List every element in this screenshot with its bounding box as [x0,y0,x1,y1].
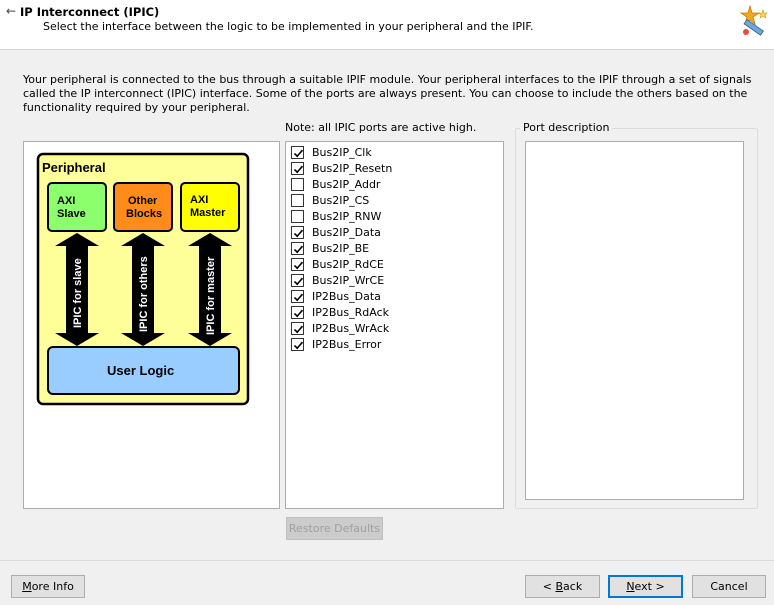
checkmark-icon [293,245,304,253]
arrow-master: IPIC for master [188,233,232,346]
port-label: Bus2IP_BE [312,241,370,255]
port-label: Bus2IP_RNW [312,209,382,223]
ipic-diagram: Peripheral AXI Slave Other Blocks AXI Ma… [36,152,250,406]
arrow-others-label: IPIC for others [138,256,150,332]
footer-divider [0,560,774,561]
arrow-slave: IPIC for slave [55,233,99,346]
axi-slave-block [47,182,107,232]
page-title: IP Interconnect (IPIC) [20,5,160,19]
axi-slave-line1: AXI [57,195,75,207]
more-info-label: ore Info [31,580,74,593]
port-label: Bus2IP_Addr [312,177,381,191]
checkmark-icon [293,229,304,237]
peripheral-label: Peripheral [42,160,106,175]
port-description-group [515,128,758,509]
arrow-others: IPIC for others [121,233,165,346]
port-row[interactable]: Bus2IP_BE [291,240,369,256]
port-checkbox[interactable] [291,305,304,319]
axi-master-line1: AXI [190,194,208,206]
user-logic-label: User Logic [107,363,174,378]
port-description-box[interactable] [525,141,744,500]
port-checkbox[interactable] [291,177,304,191]
port-row[interactable]: Bus2IP_RdCE [291,256,384,272]
next-mnemonic: N [626,580,635,593]
back-prefix: < [542,580,556,593]
page-subtitle: Select the interface between the logic t… [43,20,534,33]
back-label: ack [563,580,583,593]
arrow-slave-label: IPIC for slave [72,258,84,328]
port-row[interactable]: IP2Bus_WrAck [291,320,389,336]
checkmark-icon [293,261,304,269]
port-row[interactable]: Bus2IP_Addr [291,176,380,192]
port-checkbox[interactable] [291,225,304,239]
checkmark-icon [293,165,304,173]
next-label: ext > [634,580,665,593]
intro-text: Your peripheral is connected to the bus … [23,73,752,114]
port-label: Bus2IP_Resetn [312,161,393,175]
restore-defaults-button[interactable]: Restore Defaults [286,517,383,540]
port-label: Bus2IP_RdCE [312,257,384,271]
port-row[interactable]: Bus2IP_RNW [291,208,381,224]
other-blocks-line2: Blocks [126,208,162,220]
checkmark-icon [293,277,304,285]
axi-slave-line2: Slave [57,208,86,220]
port-checkbox[interactable] [291,145,304,159]
back-arrow-icon[interactable]: ← [6,4,17,18]
port-label: IP2Bus_Error [312,337,382,351]
port-row[interactable]: Bus2IP_WrCE [291,272,384,288]
axi-master-line2: Master [190,207,226,219]
port-row[interactable]: Bus2IP_Clk [291,144,372,160]
port-row[interactable]: Bus2IP_Resetn [291,160,392,176]
back-mnemonic: B [555,580,564,593]
port-checkbox[interactable] [291,321,304,335]
port-row[interactable]: IP2Bus_Data [291,288,381,304]
checkmark-icon [293,341,304,349]
port-checkbox[interactable] [291,337,304,351]
port-label: Bus2IP_WrCE [312,273,385,287]
checkmark-icon [293,325,304,333]
axi-master-block [180,182,240,232]
port-checkbox[interactable] [291,257,304,271]
port-checkbox[interactable] [291,193,304,207]
port-checkbox[interactable] [291,161,304,175]
port-row[interactable]: IP2Bus_Error [291,336,381,352]
user-logic-block [47,346,240,395]
ports-note: Note: all IPIC ports are active high. [285,121,477,134]
port-label: IP2Bus_WrAck [312,321,390,335]
port-label: IP2Bus_RdAck [312,305,389,319]
wizard-header: ← IP Interconnect (IPIC) Select the inte… [0,0,774,50]
checkmark-icon [293,293,304,301]
port-checkbox[interactable] [291,289,304,303]
port-label: Bus2IP_CS [312,193,370,207]
port-checkbox[interactable] [291,273,304,287]
port-checkbox[interactable] [291,209,304,223]
wizard-stars-icon [739,4,768,36]
port-checkbox[interactable] [291,241,304,255]
port-label: Bus2IP_Clk [312,145,372,159]
port-row[interactable]: Bus2IP_Data [291,224,381,240]
arrow-master-label: IPIC for master [205,256,217,335]
port-label: Bus2IP_Data [312,225,381,239]
diagram-panel: Peripheral AXI Slave Other Blocks AXI Ma… [23,141,280,509]
more-info-mnemonic: M [22,580,32,593]
port-row[interactable]: Bus2IP_CS [291,192,369,208]
port-description-label: Port description [520,121,613,134]
other-blocks-line1: Other [128,195,158,207]
checkmark-icon [293,309,304,317]
cancel-button[interactable]: Cancel [692,575,766,598]
checkmark-icon [293,149,304,157]
other-blocks-block [113,182,173,232]
port-label: IP2Bus_Data [312,289,381,303]
port-row[interactable]: IP2Bus_RdAck [291,304,389,320]
